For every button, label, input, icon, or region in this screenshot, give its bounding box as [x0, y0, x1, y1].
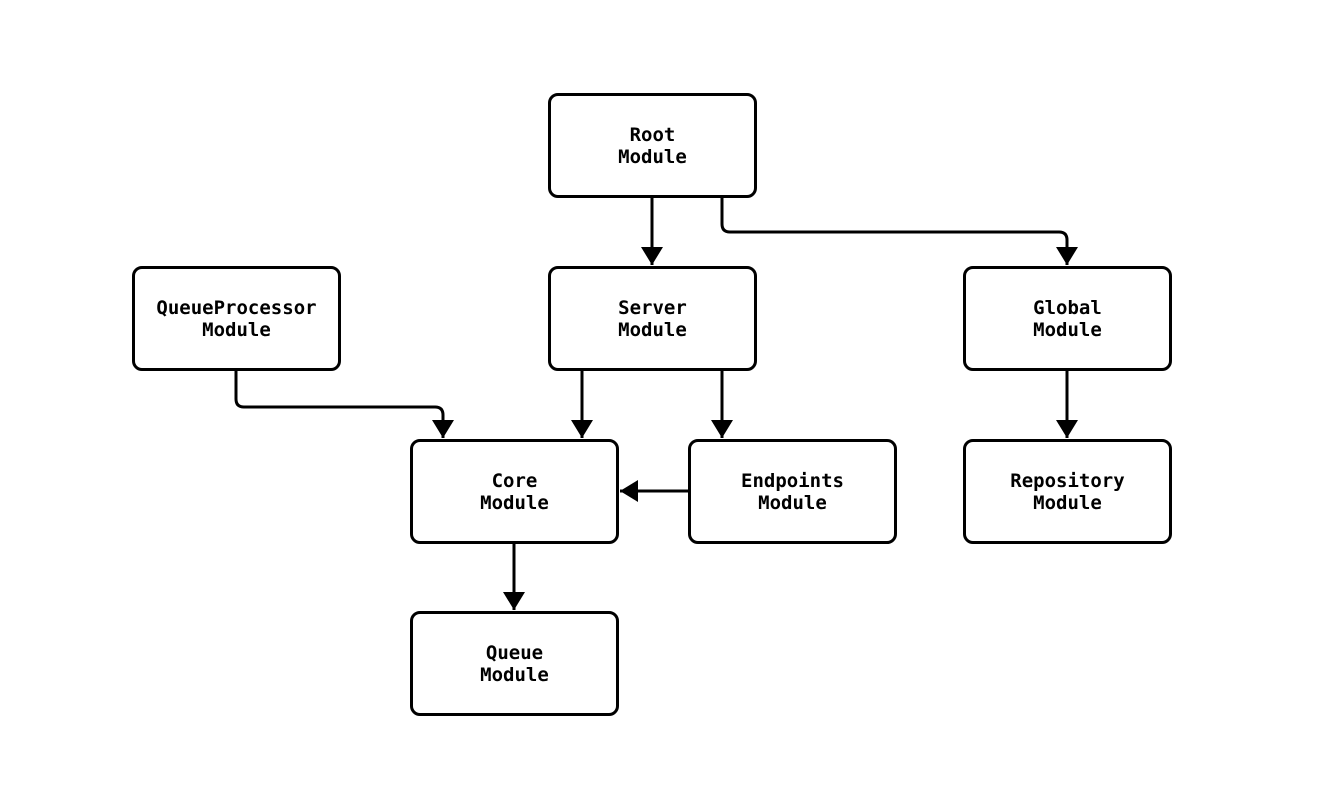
node-label-line: Root: [629, 123, 676, 146]
node-label-line: Module: [618, 145, 687, 168]
node-label-line: Module: [1033, 491, 1102, 514]
edge-root-to-global: [720, 198, 1078, 265]
node-label-line: Module: [758, 491, 827, 514]
node-label-line: Endpoints: [741, 469, 844, 492]
node-label-line: Module: [202, 318, 271, 341]
node-label-line: Queue: [485, 641, 544, 664]
node-label-line: Module: [480, 663, 549, 686]
node-label-line: QueueProcessor: [156, 296, 317, 319]
node-label-line: Server: [618, 296, 687, 319]
node-label-line: Module: [480, 491, 549, 514]
node-label-line: Repository: [1010, 469, 1125, 492]
edge-queueprocessor-to-core: [234, 371, 454, 438]
node-label-line: Module: [618, 318, 687, 341]
node-label-line: Global: [1033, 296, 1102, 319]
node-label-line: Module: [1033, 318, 1102, 341]
edges-group: [234, 198, 1078, 610]
node-label-line: Core: [491, 469, 538, 492]
